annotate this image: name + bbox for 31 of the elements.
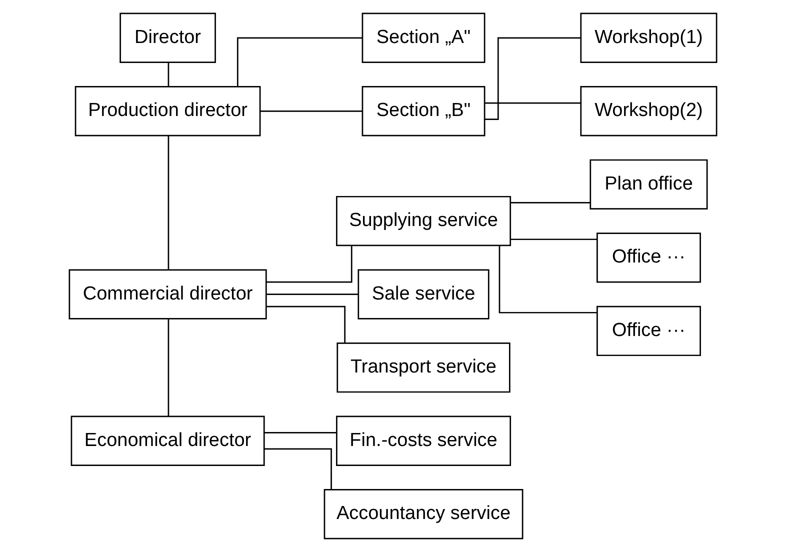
node-box: Workshop(2) [580,86,717,136]
node-box: Fin.-costs service [336,416,511,466]
node-box: Sale service [357,269,489,320]
node-box: Supplying service [336,196,511,246]
node-box: Director [119,12,216,63]
node-box: Section „A" [361,12,485,63]
connector [266,294,358,295]
connector [260,110,362,112]
connector [236,37,362,86]
connector [510,238,597,240]
connector [167,136,169,270]
node-box: Production director [74,86,260,136]
node-box: Office ··· [596,306,700,356]
node-box: Commercial director [68,269,266,320]
connector [266,246,352,283]
connector [264,432,336,434]
node-box: Office ··· [596,232,700,283]
connector [484,102,580,104]
connector [264,448,332,490]
node-box: Section „B" [361,86,485,136]
node-box: Transport service [336,342,510,393]
node-box: Accountancy service [323,489,523,540]
connector [484,37,580,120]
connector [510,202,590,204]
connector [167,319,169,416]
node-box: Plan office [589,159,708,210]
connector [498,246,596,314]
node-box: Workshop(1) [580,12,717,63]
connector [167,62,169,86]
node-box: Economical director [70,416,264,466]
connector [266,306,346,344]
